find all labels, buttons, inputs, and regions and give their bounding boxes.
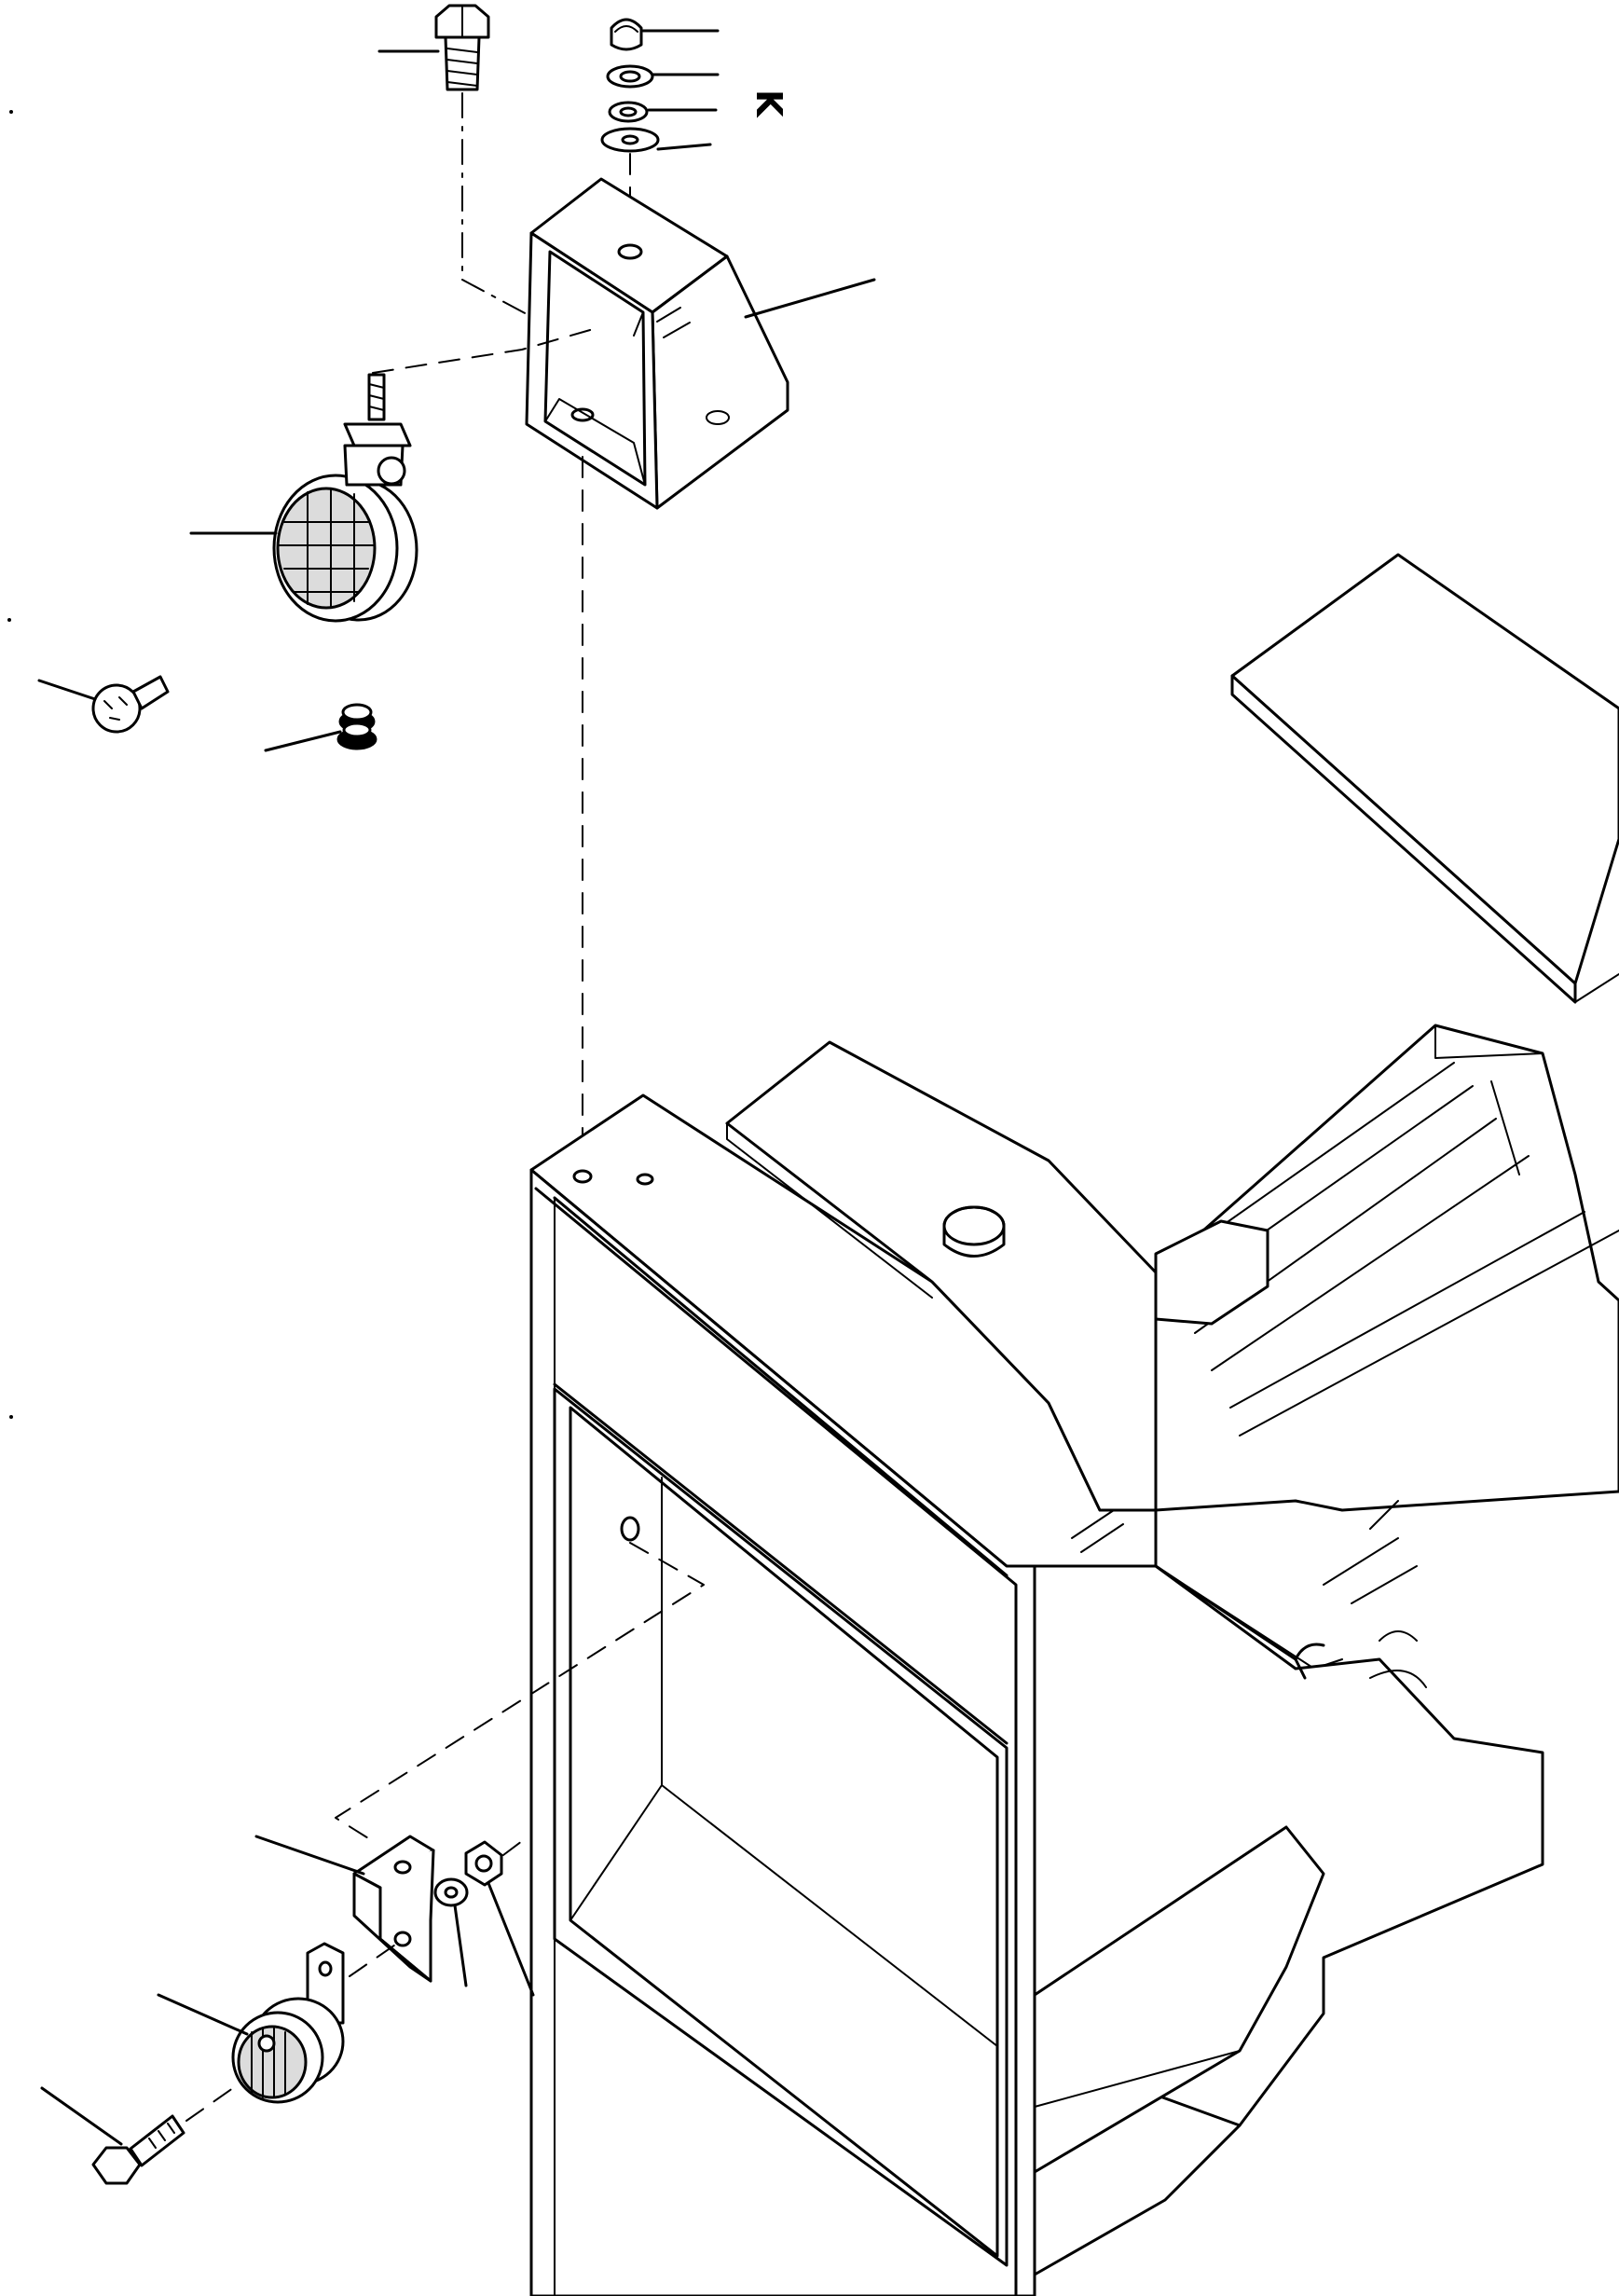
leader-line-lower-bolt (40, 2086, 123, 2146)
lamp-bulb (91, 675, 170, 734)
bracket-to-lamp-axis (372, 327, 597, 374)
lock-washer (608, 101, 649, 123)
flat-washer (600, 127, 660, 153)
lower-hex-bolt (91, 2114, 185, 2185)
frame-to-lower-bracket-axis (335, 1542, 705, 1842)
leader-line-bracket (744, 278, 876, 319)
bolt-to-horn-axis (185, 2087, 234, 2122)
floor-plate (1230, 553, 1619, 1004)
lower-hex-nut (464, 1840, 503, 1887)
scan-speck (9, 1415, 13, 1419)
horn-to-bracket-axis (349, 1940, 402, 1977)
side-mark-label: K (748, 89, 789, 118)
leader-line-lower-hex-nut (487, 1881, 535, 1997)
scan-speck (9, 110, 13, 114)
lamp-mounting-bracket (525, 177, 789, 510)
angle-bracket (352, 1835, 435, 1983)
leader-line-flat-washer (656, 143, 712, 151)
rubber-grommet (336, 703, 377, 750)
spring-washer (433, 1877, 469, 1907)
leader-line-angle-bracket (254, 1835, 365, 1876)
leader-line-bulb (37, 679, 97, 701)
nut-to-frame-axis (502, 1840, 523, 1856)
top-hex-bolt (434, 4, 490, 91)
leader-line-grommet (264, 730, 342, 752)
hex-nut (606, 64, 654, 89)
work-lamp (272, 373, 418, 623)
cap-nut (610, 18, 643, 51)
leader-line-horn (157, 1993, 249, 2036)
machine-frame (529, 1024, 1619, 2296)
leader-line-spring-washer (453, 1904, 468, 1987)
electric-horn (231, 1942, 345, 2104)
scan-speck (7, 618, 11, 622)
